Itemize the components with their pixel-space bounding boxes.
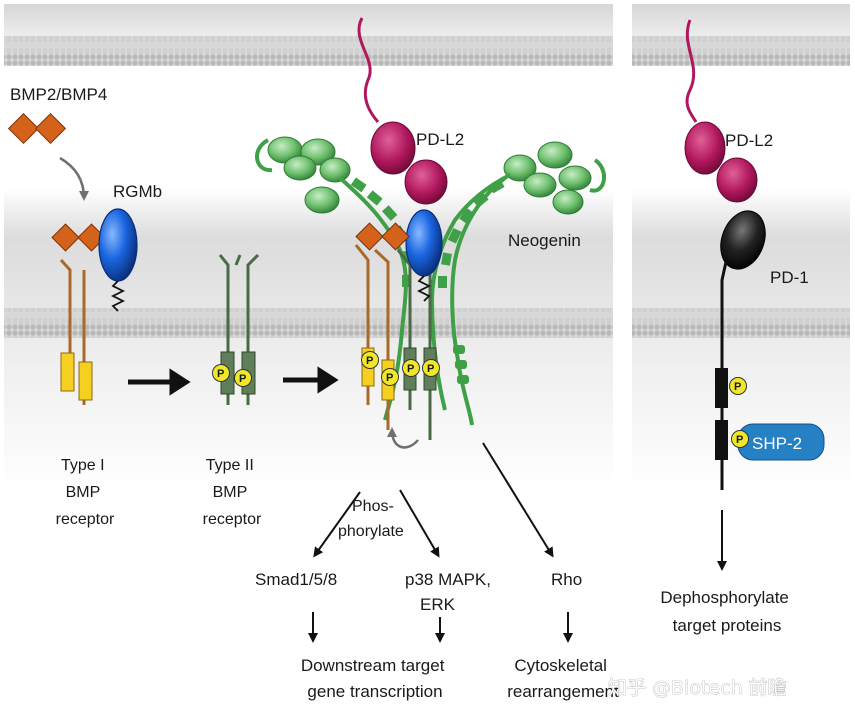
rgmb-label: RGMb bbox=[113, 182, 162, 201]
gpi-anchor-complex bbox=[416, 275, 432, 302]
phospho-circle bbox=[422, 359, 440, 377]
phospho-text: P bbox=[366, 355, 373, 367]
cytoskeletal-label: Cytoskeletal rearrangement bbox=[507, 656, 619, 701]
phospho-text: P bbox=[386, 372, 393, 384]
pd1-itim-box bbox=[715, 368, 728, 408]
neogenin-label: Neogenin bbox=[508, 231, 581, 250]
ligand-label: BMP2/BMP4 bbox=[10, 85, 107, 104]
downstream-label: Downstream target gene transcription bbox=[301, 656, 449, 701]
type1-receptor-pair bbox=[59, 258, 93, 405]
outer-membrane-left bbox=[4, 36, 613, 66]
neogenin-left-arm bbox=[255, 136, 412, 421]
phospho-text: P bbox=[407, 363, 414, 375]
phospho-text: P bbox=[734, 381, 741, 393]
phosphorylation-loop-arrow bbox=[387, 427, 419, 449]
pd1-protein bbox=[720, 210, 766, 270]
pdl2-middle bbox=[357, 17, 448, 205]
bmp-ligand-bound bbox=[51, 223, 106, 252]
pd1-itsm-box bbox=[715, 420, 728, 460]
smad-label: Smad1/5/8 bbox=[255, 570, 337, 589]
phospho-circle bbox=[402, 359, 420, 377]
complex-receptors: P P P P bbox=[354, 209, 443, 449]
phospho-text: P bbox=[239, 373, 246, 385]
cell-membrane-right bbox=[632, 308, 850, 338]
type1-kinase-box bbox=[60, 352, 75, 392]
rgmb-protein-complex bbox=[405, 209, 443, 277]
arrow-to-p38 bbox=[399, 489, 440, 558]
type1-receptor-label: Type I BMP receptor bbox=[56, 457, 115, 528]
transition-arrow-1 bbox=[128, 368, 191, 396]
transition-arrow-2 bbox=[283, 366, 339, 394]
pdl2-right bbox=[684, 19, 758, 203]
pd1-label: PD-1 bbox=[770, 268, 809, 287]
arrow-to-rho bbox=[482, 442, 554, 558]
p38-label: p38 MAPK, ERK bbox=[405, 570, 496, 614]
phospho-circle bbox=[234, 369, 252, 387]
outer-membrane-right bbox=[632, 36, 850, 66]
phospho-circle bbox=[212, 364, 230, 382]
watermark: 知乎 @Biotech 前瞻 bbox=[608, 677, 787, 699]
dephosphorylate-label: Dephosphorylate target proteins bbox=[660, 588, 793, 635]
phospho-circle bbox=[361, 351, 379, 369]
type2-receptor-label: Type II BMP receptor bbox=[203, 457, 262, 528]
rgmb-protein bbox=[98, 208, 138, 282]
bmp-ligand-free bbox=[7, 112, 67, 145]
type1-kinase-box bbox=[78, 361, 93, 401]
phospho-circle bbox=[731, 430, 749, 448]
arrow-to-smad bbox=[313, 491, 361, 558]
pdl2-label-right: PD-L2 bbox=[725, 131, 773, 150]
cell-membrane-left bbox=[4, 308, 613, 338]
phospho-text: P bbox=[736, 434, 743, 446]
ligand-binding-arrow bbox=[59, 156, 89, 201]
rho-label: Rho bbox=[551, 570, 582, 589]
shp2-label: SHP-2 bbox=[752, 434, 802, 453]
phosphorylate-label: Phos- phorylate bbox=[338, 498, 404, 540]
phospho-text: P bbox=[217, 368, 224, 380]
phospho-text: P bbox=[427, 363, 434, 375]
pdl2-label-middle: PD-L2 bbox=[416, 130, 464, 149]
phospho-circle bbox=[381, 368, 399, 386]
gpi-anchor bbox=[110, 280, 126, 312]
type2-receptor-pair: P P bbox=[212, 253, 260, 405]
phospho-circle bbox=[729, 377, 747, 395]
